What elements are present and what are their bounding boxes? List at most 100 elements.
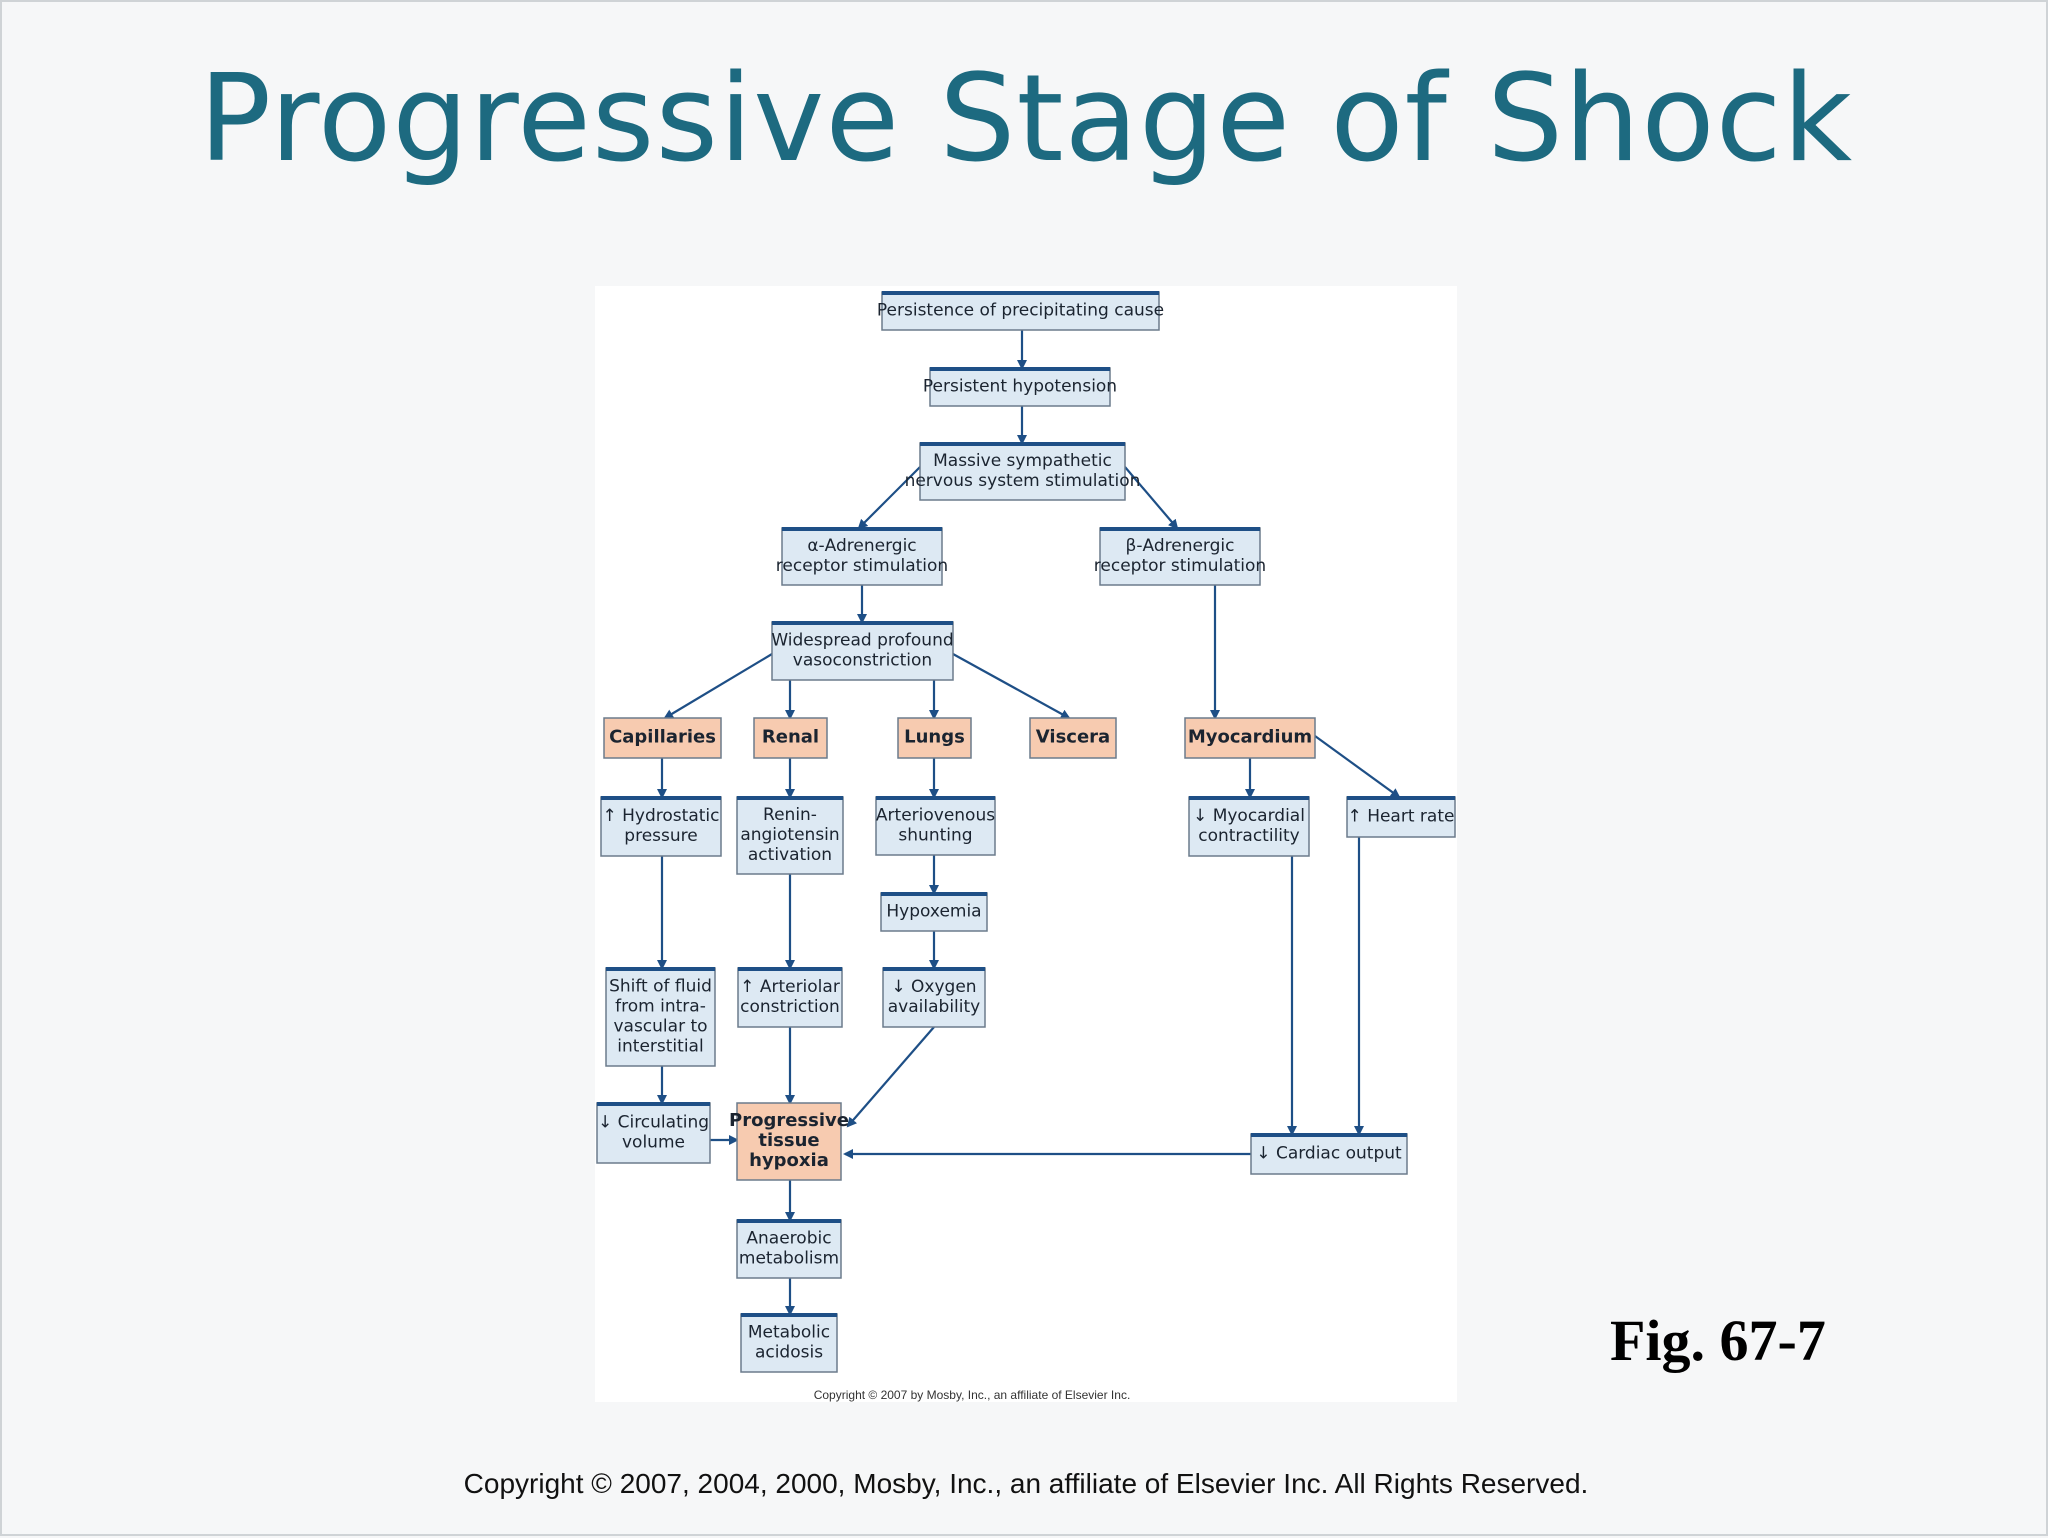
node-label: Renal [762,726,819,747]
flow-arrow [846,1026,935,1128]
node-label: angiotensin [740,825,839,845]
node-label: Viscera [1036,726,1110,747]
node-label: ↓ Cardiac output [1256,1143,1402,1163]
node-label: Metabolic [748,1322,830,1342]
node-box [929,367,1111,407]
node-label: α-Adrenergic [807,536,916,556]
node-label: metabolism [739,1248,839,1268]
node-label: Widespread profound [771,630,953,650]
node-label: interstitial [617,1036,703,1056]
flow-arrow [952,653,1071,719]
node-top-bar [597,1102,710,1106]
node-label: contractility [1198,826,1300,846]
node-label: activation [748,845,832,865]
slide-copyright: Copyright © 2007, 2004, 2000, Mosby, Inc… [463,1468,1589,1499]
node-box [737,967,843,1028]
node-label: constriction [740,997,840,1017]
node-box [1029,717,1117,759]
node-box [740,1313,838,1373]
node-cardiac-output: ↓ Cardiac output [1250,1133,1408,1175]
node-box [603,717,722,759]
node-label: ↑ Arteriolar [740,977,840,997]
node-hypotension: Persistent hypotension [923,367,1117,407]
node-label: ↓ Myocardial [1193,806,1305,826]
node-label: Capillaries [609,726,716,747]
node-label: ↑ Heart rate [1348,806,1455,826]
node-box [605,967,716,1067]
node-label: receptor stimulation [776,556,948,576]
node-top-bar [876,796,995,800]
node-box [897,717,972,759]
node-box [596,1102,711,1164]
node-box [875,796,996,856]
node-label: Persistent hypotension [923,376,1117,396]
node-top-bar [782,527,942,531]
node-top-bar [883,967,985,971]
node-label: vascular to [613,1016,707,1036]
node-label: receptor stimulation [1094,556,1266,576]
node-label: Massive sympathetic [933,451,1112,471]
node-capillaries: Capillaries [603,717,722,759]
node-heart-rate: ↑ Heart rate [1346,796,1456,838]
node-label: pressure [624,826,697,846]
node-box [753,717,828,759]
node-top-bar [920,442,1125,446]
node-label: acidosis [755,1342,823,1362]
node-top-bar [772,621,953,625]
node-label: Persistence of precipitating cause [877,300,1164,320]
node-top-bar [1100,527,1260,531]
node-viscera: Viscera [1029,717,1117,759]
node-top-bar [606,967,715,971]
node-hypoxemia: Hypoxemia [880,892,988,932]
node-label: tissue [758,1130,819,1151]
figure-copyright: Copyright © 2007 by Mosby, Inc., an affi… [814,1388,1131,1402]
node-top-bar [737,796,843,800]
node-label: Anaerobic [746,1228,831,1248]
flow-arrow [1124,466,1179,530]
figure-label: Fig. 67-7 [1610,1308,1826,1373]
node-label: Hypoxemia [886,901,981,921]
node-label: Progressive [729,1110,849,1131]
flowchart-arrows [657,330,1401,1316]
slide-title: Progressive Stage of Shock [198,50,1854,189]
node-label: shunting [898,825,972,845]
node-top-bar [882,291,1159,295]
node-label: from intra- [615,996,706,1016]
node-renal: Renal [753,717,828,759]
node-box [1184,717,1316,759]
flow-arrow [663,653,773,720]
node-top-bar [601,796,721,800]
node-myocardium: Myocardium [1184,717,1316,759]
node-label: ↓ Oxygen [891,977,976,997]
node-label: ↑ Hydrostatic [603,806,720,826]
node-box [736,796,844,875]
node-box [600,796,722,857]
node-box [880,892,988,932]
node-top-bar [1347,796,1455,800]
node-box [1188,796,1310,857]
node-top-bar [881,892,987,896]
node-label: nervous system stimulation [905,471,1141,491]
node-label: vasoconstriction [793,650,932,670]
node-box [882,967,986,1028]
node-top-bar [737,1219,841,1223]
node-label: β-Adrenergic [1126,536,1235,556]
node-persistence: Persistence of precipitating cause [877,291,1164,331]
node-label: availability [888,997,980,1017]
node-label: volume [622,1132,685,1152]
node-label: Arteriovenous [876,805,995,825]
